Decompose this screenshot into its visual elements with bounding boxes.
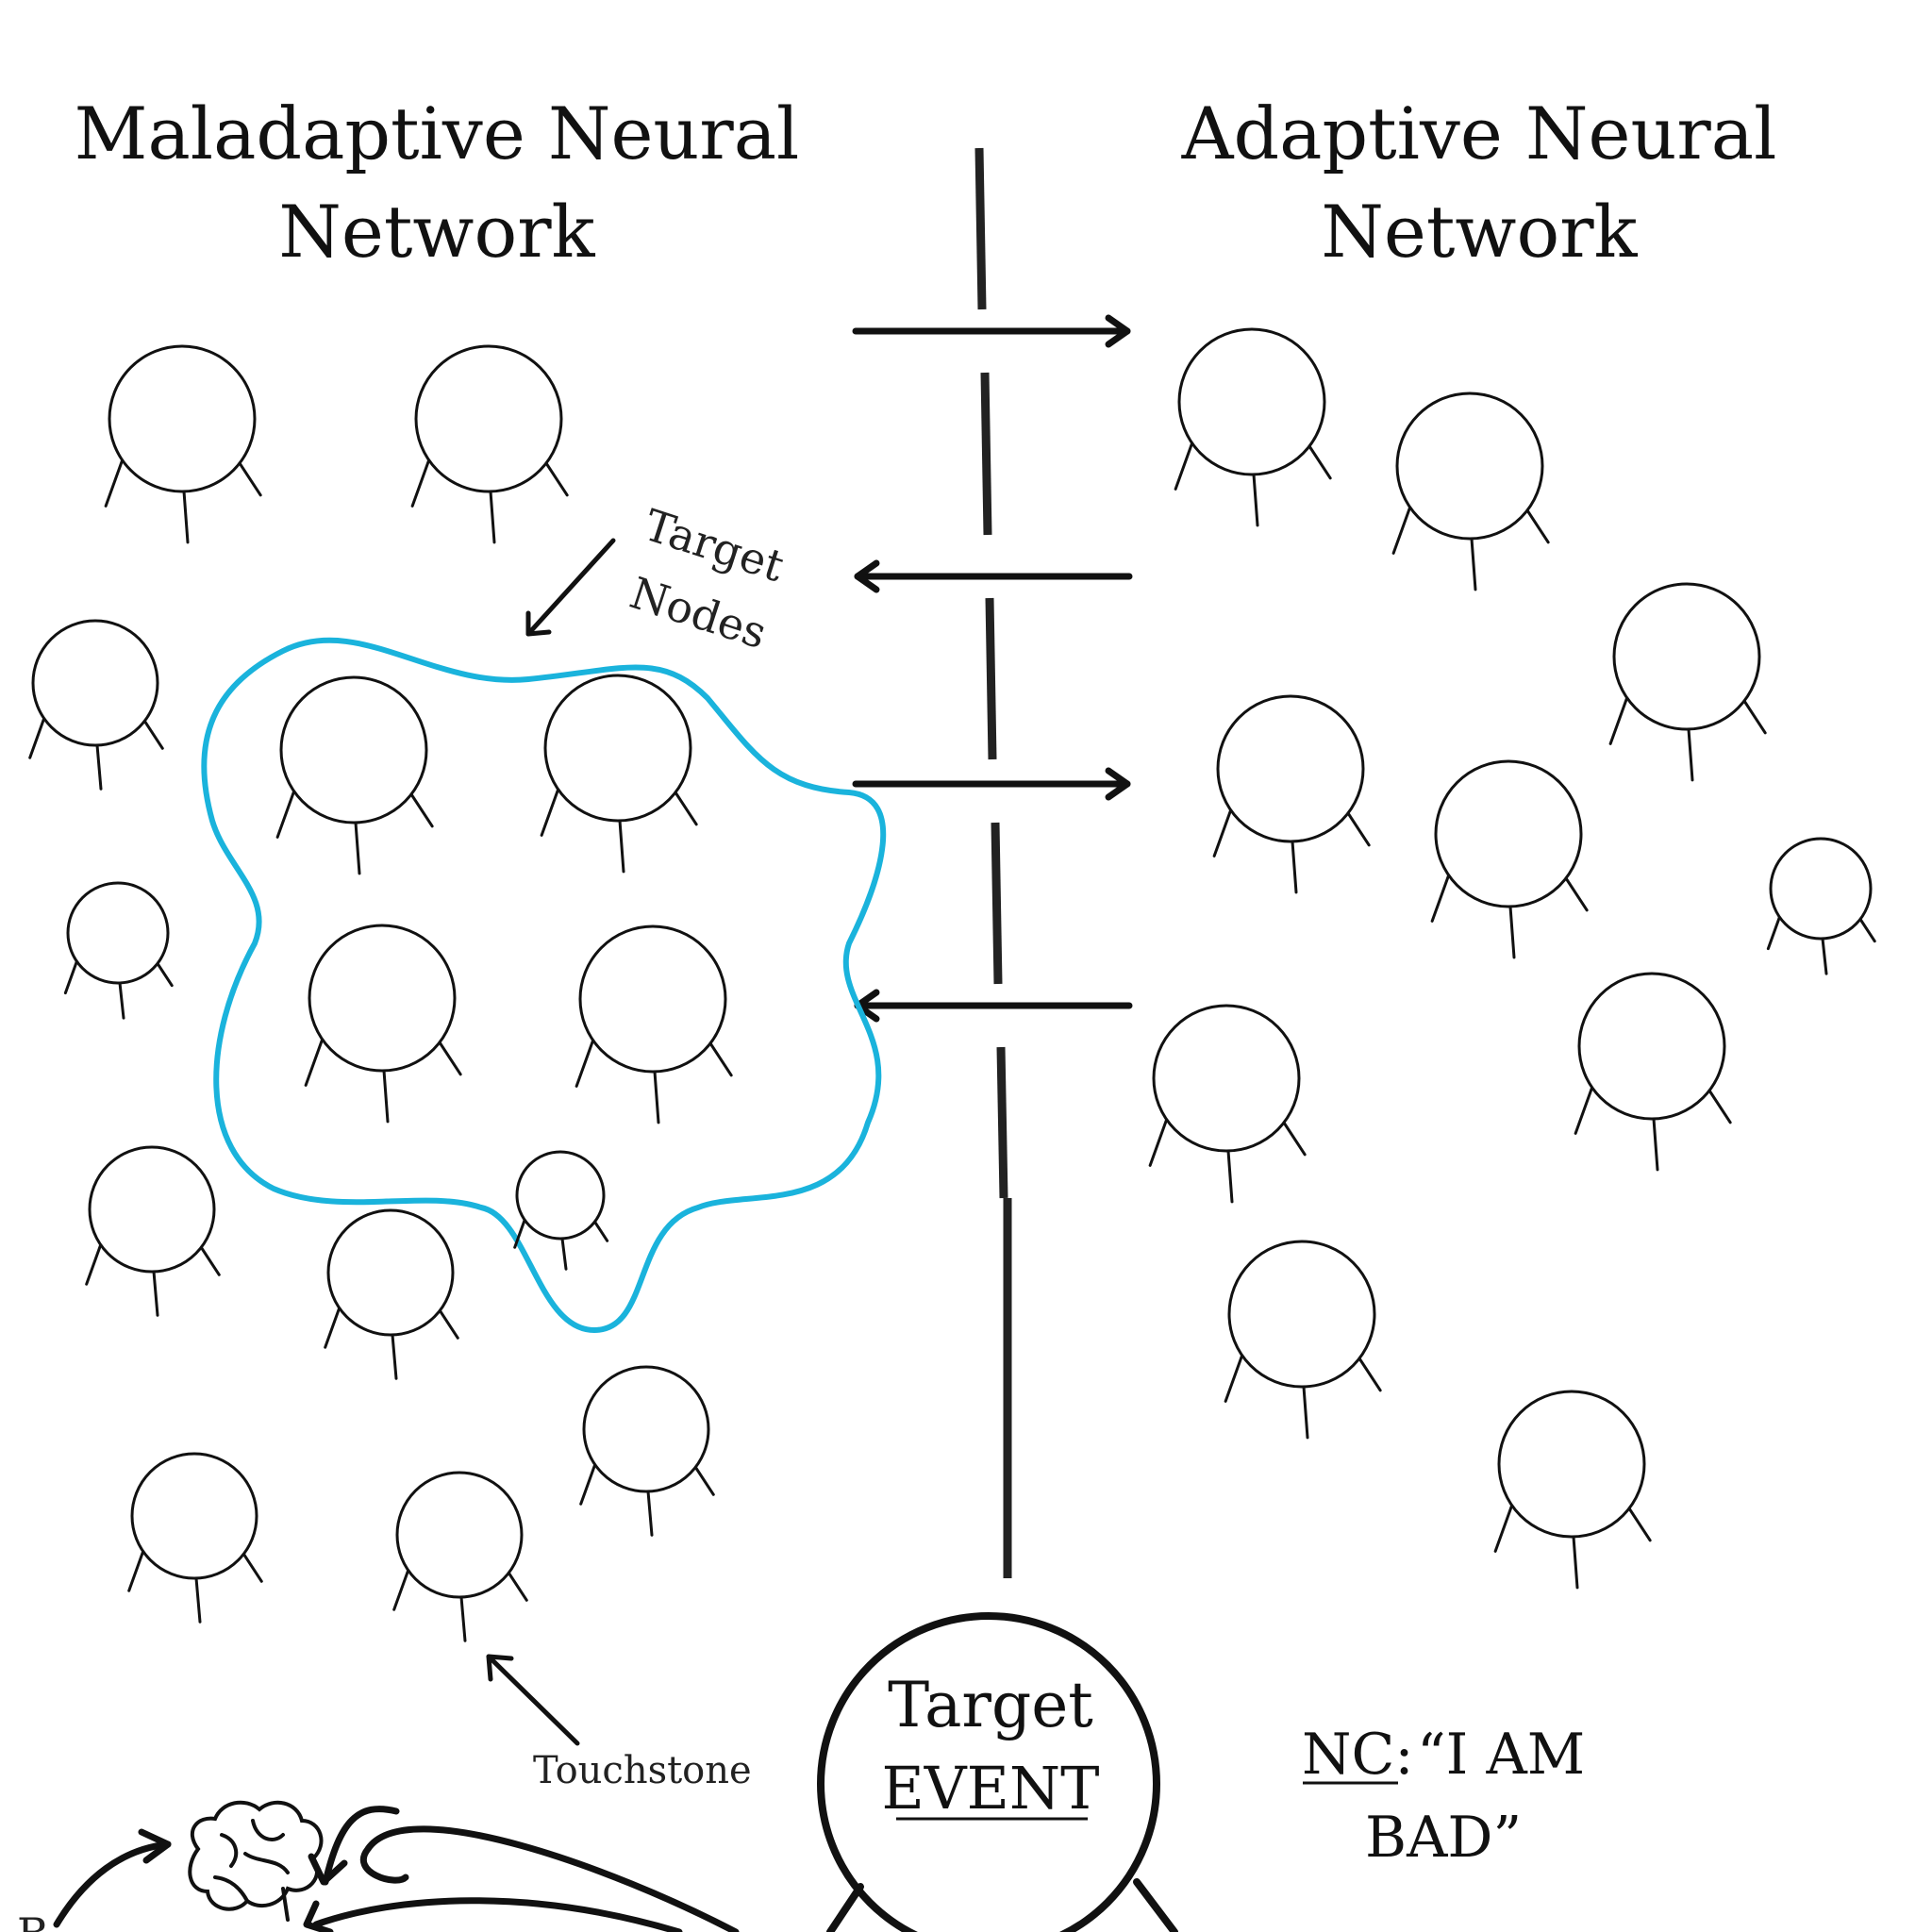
neuron-node-left	[63, 881, 174, 1020]
neuron-node-left	[275, 675, 434, 875]
neuron-dendrite	[1302, 1385, 1309, 1440]
target-event-label-line1: Target	[888, 1669, 1093, 1741]
neuron-body	[1434, 759, 1583, 908]
neuron-body	[108, 344, 257, 493]
neuron-dendrite	[382, 1069, 390, 1124]
neuron-body	[1769, 837, 1873, 941]
neuron-dendrite	[653, 1070, 660, 1124]
neuron-node-left	[324, 1208, 459, 1380]
neuron-dendrite	[1252, 473, 1259, 527]
neuron-node-left	[304, 924, 462, 1124]
neuron-body	[66, 881, 170, 985]
neuron-dendrite	[95, 743, 103, 791]
neuron-node-right	[1430, 759, 1589, 959]
neuron-body	[582, 1365, 710, 1493]
neuron-dendrite	[560, 1237, 568, 1271]
neuron-node-right	[1212, 694, 1371, 894]
neuron-dendrite	[646, 1490, 654, 1537]
neuron-dendrite	[182, 490, 190, 544]
neuron-node-left	[28, 619, 164, 791]
neuron-dendrite	[391, 1333, 398, 1380]
neuron-node-left	[85, 1145, 221, 1317]
neuron-body	[326, 1208, 455, 1337]
neuron-node-right	[1148, 1004, 1307, 1204]
neuron-body	[515, 1150, 606, 1241]
neuron-node-left	[513, 1150, 609, 1271]
neuron-node-right	[1574, 972, 1732, 1172]
brain-arrows	[53, 1806, 740, 1932]
neuron-dendrite	[1508, 905, 1516, 959]
neuron-dendrite	[489, 490, 496, 544]
neuron-node-left	[579, 1365, 715, 1537]
neuron-dendrite	[1652, 1117, 1659, 1172]
neuron-node-right	[1766, 837, 1876, 975]
neuron-body	[31, 619, 159, 747]
arrow-left-1	[854, 559, 1133, 593]
target-nodes-arrow	[525, 538, 616, 637]
neuron-body	[1497, 1390, 1646, 1539]
neuron-dendrite	[1572, 1535, 1579, 1590]
nc-quote-line2: BAD”	[1365, 1805, 1522, 1871]
neuron-node-left	[410, 344, 569, 544]
neuron-dendrite	[618, 819, 625, 874]
nc-quote-line1: “I AM	[1417, 1722, 1585, 1788]
neuron-body	[308, 924, 457, 1073]
neuron-body	[130, 1452, 258, 1580]
nodes-layer	[28, 327, 1876, 1642]
neuron-dendrite	[1687, 727, 1694, 782]
touchstone-label: Touchstone	[533, 1749, 752, 1792]
neuron-node-left	[104, 344, 262, 544]
touchstone-arrow	[486, 1654, 580, 1746]
neuron-body	[1152, 1004, 1301, 1153]
neuron-body	[1612, 582, 1761, 731]
neuron-body	[414, 344, 563, 493]
neuron-dendrite	[152, 1270, 159, 1317]
left-title-line1: Maladaptive Neural	[75, 92, 800, 175]
arrow-left-2	[854, 989, 1133, 1023]
arrow-right-1	[852, 314, 1131, 348]
neuron-body	[395, 1471, 524, 1599]
neuron-node-left	[575, 924, 733, 1124]
neuron-node-right	[1493, 1390, 1652, 1590]
right-title-line1: Adaptive Neural	[1181, 92, 1777, 175]
neuron-body	[1216, 694, 1365, 843]
partial-bottom-left-label: B	[17, 1908, 49, 1932]
right-title-line2: Network	[1321, 190, 1638, 274]
neuron-node-left	[127, 1452, 263, 1624]
neuron-dendrite	[194, 1576, 202, 1624]
neuron-node-left	[540, 674, 698, 874]
neuron-body	[279, 675, 428, 824]
arrow-right-2	[852, 767, 1131, 801]
target-event-node	[817, 1612, 1178, 1932]
neuron-node-left	[392, 1471, 528, 1642]
neuron-body	[1395, 391, 1544, 541]
neuron-body	[1177, 327, 1326, 476]
neuron-body	[1227, 1240, 1376, 1389]
neuron-dendrite	[354, 821, 361, 875]
left-title-line2: Network	[278, 190, 595, 274]
neuron-body	[88, 1145, 216, 1274]
center-divider	[974, 147, 1012, 1578]
nc-prefix: NC:	[1302, 1722, 1414, 1788]
neuron-dendrite	[1291, 840, 1298, 894]
neuron-dendrite	[1821, 937, 1828, 975]
brain-icon	[188, 1800, 324, 1922]
neuron-node-right	[1224, 1240, 1382, 1440]
target-event-label-line2: EVENT	[882, 1754, 1100, 1823]
neuron-dendrite	[118, 981, 125, 1020]
neuron-node-right	[1391, 391, 1550, 591]
neuron-dendrite	[1226, 1149, 1234, 1204]
neuron-node-right	[1174, 327, 1332, 527]
neuron-body	[543, 674, 692, 823]
neuron-node-right	[1608, 582, 1767, 782]
neuron-dendrite	[1470, 537, 1477, 591]
target-nodes-highlight	[201, 637, 887, 1334]
neuron-body	[1577, 972, 1726, 1121]
neuron-body	[578, 924, 727, 1074]
neuron-dendrite	[459, 1595, 467, 1642]
